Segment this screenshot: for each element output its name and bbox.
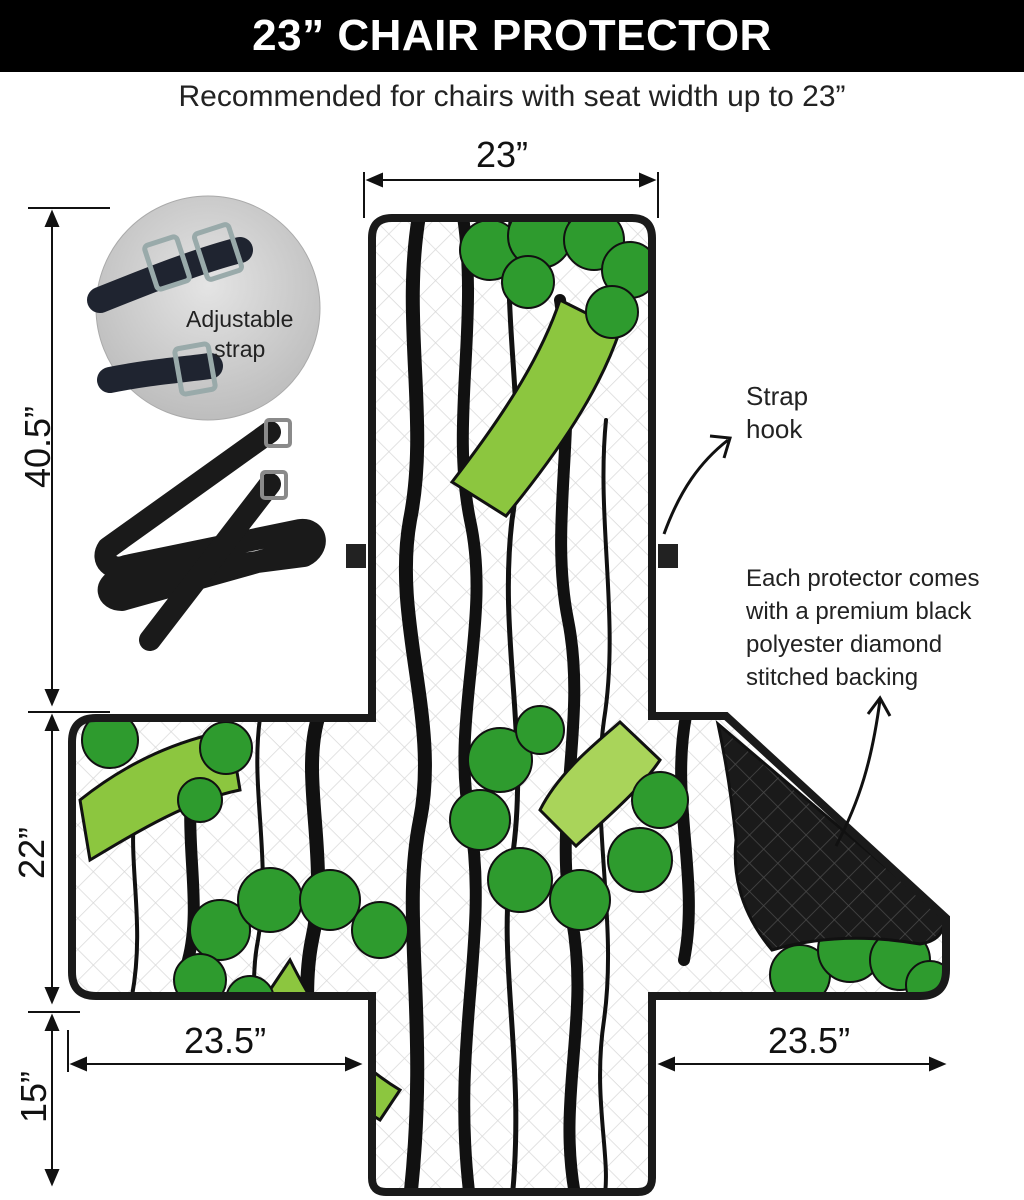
- left-flap-width-label: 23.5”: [184, 1020, 267, 1061]
- adjustable-strap-label: Adjustable strap: [186, 306, 294, 362]
- flap-height-label: 15”: [13, 1070, 54, 1124]
- protector-border: [68, 214, 950, 1196]
- strap-hook-label: Strap hook: [746, 381, 809, 444]
- strap-hook-left: [346, 544, 366, 568]
- backing-corner: [715, 720, 946, 952]
- backrest-height-label: 40.5”: [17, 405, 58, 489]
- page-title: 23” CHAIR PROTECTOR: [252, 11, 772, 60]
- page-subtitle: Recommended for chairs with seat width u…: [178, 80, 846, 113]
- strap-buckles: [260, 418, 292, 500]
- loose-strap: [94, 421, 326, 651]
- broccoli-middle: [449, 705, 689, 931]
- right-flap-width-label: 23.5”: [768, 1020, 851, 1061]
- seat-depth-label: 22”: [11, 826, 52, 880]
- strap-inset: [87, 195, 321, 421]
- strap-hook-right: [658, 544, 678, 568]
- backrest-width-label: 23”: [476, 134, 529, 175]
- dimension-lines: [28, 172, 947, 1187]
- title-banner: 23” CHAIR PROTECTOR: [0, 0, 1024, 72]
- backing-description: Each protector comes with a premium blac…: [746, 565, 980, 691]
- protector-body: [68, 214, 950, 1196]
- callout-arrows: [662, 434, 892, 847]
